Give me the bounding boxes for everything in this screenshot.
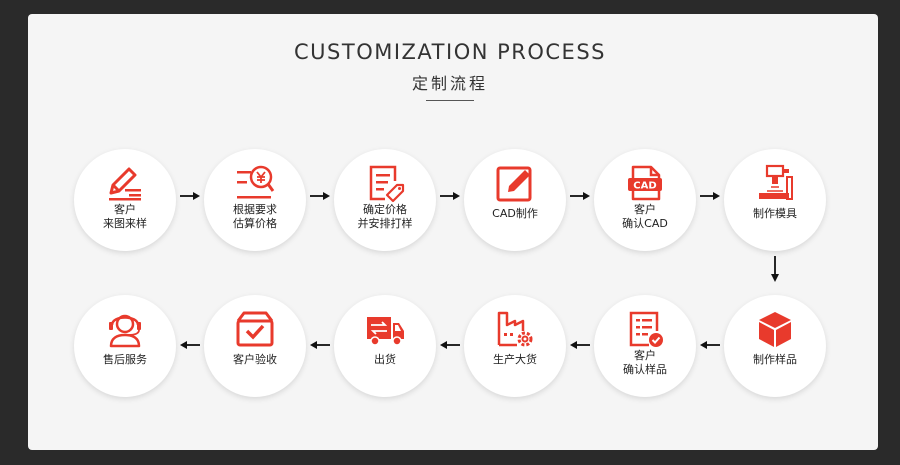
cube-box-icon [759, 312, 791, 347]
step-label: 制作样品 [753, 353, 797, 366]
arrow-left-icon [700, 341, 720, 349]
step-label: 根据要求估算价格 [233, 203, 277, 230]
step-label: 客户确认CAD [622, 203, 668, 230]
checklist-approve-icon [629, 311, 663, 347]
arrow-left-icon [310, 341, 330, 349]
arrow-down-icon [771, 256, 779, 282]
document-tag-icon [369, 165, 405, 203]
step-label: 生产大货 [493, 353, 537, 366]
arrow-right-icon [570, 192, 590, 200]
step-label: 客户验收 [233, 353, 277, 366]
step-label: CAD制作 [492, 207, 538, 220]
delivery-truck-icon [367, 317, 404, 346]
step-label: 制作模具 [753, 207, 797, 220]
step-label: 确定价格并安排打样 [357, 203, 413, 230]
cad-edit-icon [496, 166, 532, 202]
pencil-edit-icon [109, 167, 141, 201]
svg-text:CAD: CAD [633, 181, 656, 192]
page-title: CUSTOMIZATION PROCESS [294, 40, 606, 64]
step-confirm-sample: 客户确认样品 [594, 295, 696, 397]
step-make-sample: 制作样品 [724, 295, 826, 397]
step-label: 客户确认样品 [623, 349, 667, 376]
step-acceptance: 客户验收 [204, 295, 306, 397]
arrow-right-icon [310, 192, 330, 200]
cad-file-icon: CAD [628, 165, 662, 201]
title-divider [426, 100, 474, 101]
machine-tool-icon [759, 164, 793, 200]
step-label: 售后服务 [103, 353, 147, 366]
page-subtitle: 定制流程 [411, 74, 488, 93]
step-label: 客户来图来样 [103, 203, 147, 230]
step-make-mold: 制作模具 [724, 149, 826, 251]
step-shipping: 出货 [334, 295, 436, 397]
step-confirm-cad: CAD 客户确认CAD [594, 149, 696, 251]
arrow-right-icon [700, 192, 720, 200]
price-search-icon [237, 165, 275, 199]
headset-support-icon [109, 314, 141, 348]
step-after-sales: 售后服务 [74, 295, 176, 397]
step-estimate-price: 根据要求估算价格 [204, 149, 306, 251]
box-check-icon [236, 311, 274, 347]
factory-gear-icon [497, 311, 533, 347]
step-customer-drawing: 客户来图来样 [74, 149, 176, 251]
step-mass-production: 生产大货 [464, 295, 566, 397]
arrow-right-icon [440, 192, 460, 200]
arrow-left-icon [180, 341, 200, 349]
step-cad: CAD制作 [464, 149, 566, 251]
step-confirm-price: 确定价格并安排打样 [334, 149, 436, 251]
arrow-left-icon [570, 341, 590, 349]
step-label: 出货 [374, 353, 396, 366]
arrow-right-icon [180, 192, 200, 200]
arrow-left-icon [440, 341, 460, 349]
